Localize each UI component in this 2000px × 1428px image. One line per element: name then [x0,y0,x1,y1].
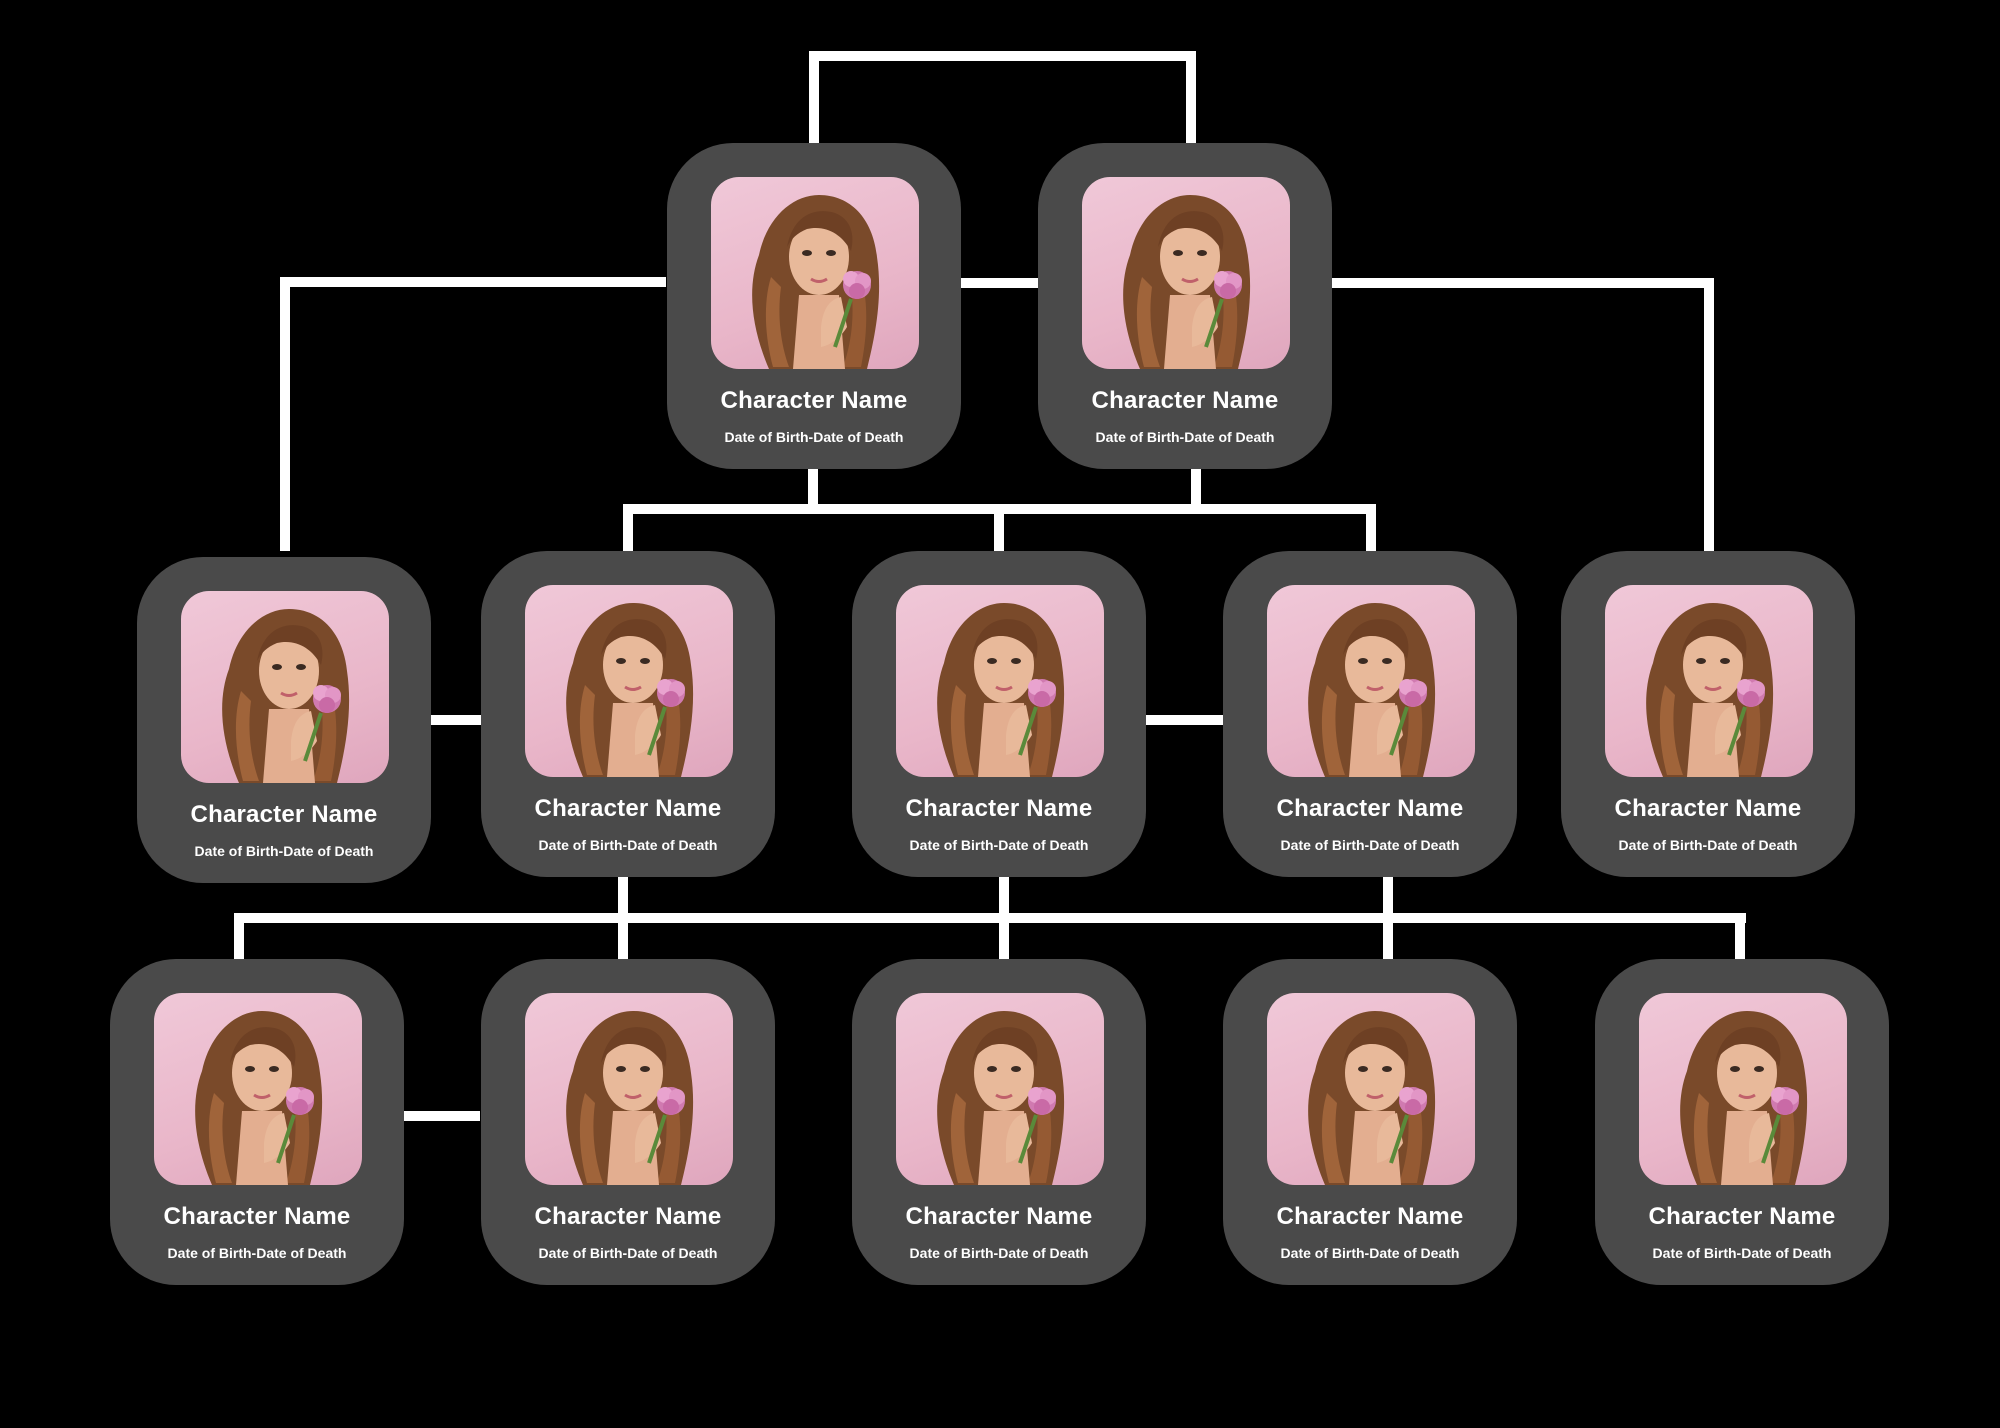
portrait-photo [1082,177,1290,369]
life-dates: Date of Birth-Date of Death [909,1245,1089,1261]
portrait-illustration [195,1011,323,1185]
portrait-photo [154,993,362,1185]
connector-line [1186,51,1196,143]
character-name: Character Name [1091,387,1279,414]
portrait-illustration [566,1011,694,1185]
portrait-photo [711,177,919,369]
portrait-illustration [1646,603,1774,777]
connector-line [280,277,666,287]
portrait-illustration [1308,603,1436,777]
character-name: Character Name [720,387,908,414]
person-card[interactable]: Character Name Date of Birth-Date of Dea… [852,551,1146,877]
person-card[interactable]: Character Name Date of Birth-Date of Dea… [110,959,404,1285]
character-name: Character Name [534,795,722,822]
life-dates: Date of Birth-Date of Death [538,837,718,853]
life-dates: Date of Birth-Date of Death [724,429,904,445]
portrait-photo [1267,585,1475,777]
person-card[interactable]: Character Name Date of Birth-Date of Dea… [137,557,431,883]
character-name: Character Name [163,1203,351,1230]
character-name: Character Name [1648,1203,1836,1230]
connector-line [1366,504,1376,563]
portrait-photo [896,585,1104,777]
portrait-illustration [1680,1011,1808,1185]
life-dates: Date of Birth-Date of Death [1618,837,1798,853]
character-name: Character Name [190,801,378,828]
connector-line [234,913,244,971]
portrait-photo [525,585,733,777]
person-card[interactable]: Character Name Date of Birth-Date of Dea… [481,959,775,1285]
character-name: Character Name [1276,1203,1464,1230]
life-dates: Date of Birth-Date of Death [194,843,374,859]
connector-line [994,504,1004,563]
connector-line [809,51,819,143]
connector-line [380,1111,480,1121]
portrait-photo [1639,993,1847,1185]
portrait-photo [1267,993,1475,1185]
portrait-illustration [752,195,880,369]
person-card[interactable]: Character Name Date of Birth-Date of Dea… [852,959,1146,1285]
portrait-photo [525,993,733,1185]
life-dates: Date of Birth-Date of Death [1280,1245,1460,1261]
life-dates: Date of Birth-Date of Death [167,1245,347,1261]
connector-line [808,466,818,507]
person-card[interactable]: Character Name Date of Birth-Date of Dea… [1223,959,1517,1285]
character-name: Character Name [905,795,1093,822]
connector-line [623,504,633,563]
portrait-illustration [937,1011,1065,1185]
life-dates: Date of Birth-Date of Death [1095,429,1275,445]
person-card[interactable]: Character Name Date of Birth-Date of Dea… [1561,551,1855,877]
person-card[interactable]: Character Name Date of Birth-Date of Dea… [1223,551,1517,877]
life-dates: Date of Birth-Date of Death [1280,837,1460,853]
portrait-illustration [1308,1011,1436,1185]
portrait-illustration [566,603,694,777]
portrait-illustration [222,609,350,783]
portrait-photo [896,993,1104,1185]
connector-line [1704,278,1714,551]
character-name: Character Name [534,1203,722,1230]
character-name: Character Name [1276,795,1464,822]
life-dates: Date of Birth-Date of Death [909,837,1089,853]
connector-line [234,913,1746,923]
portrait-photo [181,591,389,783]
connector-line [280,277,290,551]
connector-line [1191,460,1201,507]
connector-line [1135,715,1236,725]
portrait-illustration [937,603,1065,777]
life-dates: Date of Birth-Date of Death [1652,1245,1832,1261]
connector-line [1735,913,1745,971]
connector-line [955,278,1056,288]
portrait-illustration [1123,195,1251,369]
connector-line [1330,278,1714,288]
character-name: Character Name [905,1203,1093,1230]
character-name: Character Name [1614,795,1802,822]
connector-line [405,715,505,725]
person-card[interactable]: Character Name Date of Birth-Date of Dea… [1595,959,1889,1285]
portrait-photo [1605,585,1813,777]
person-card[interactable]: Character Name Date of Birth-Date of Dea… [481,551,775,877]
person-card[interactable]: Character Name Date of Birth-Date of Dea… [1038,143,1332,469]
connector-line [811,51,1195,61]
life-dates: Date of Birth-Date of Death [538,1245,718,1261]
person-card[interactable]: Character Name Date of Birth-Date of Dea… [667,143,961,469]
